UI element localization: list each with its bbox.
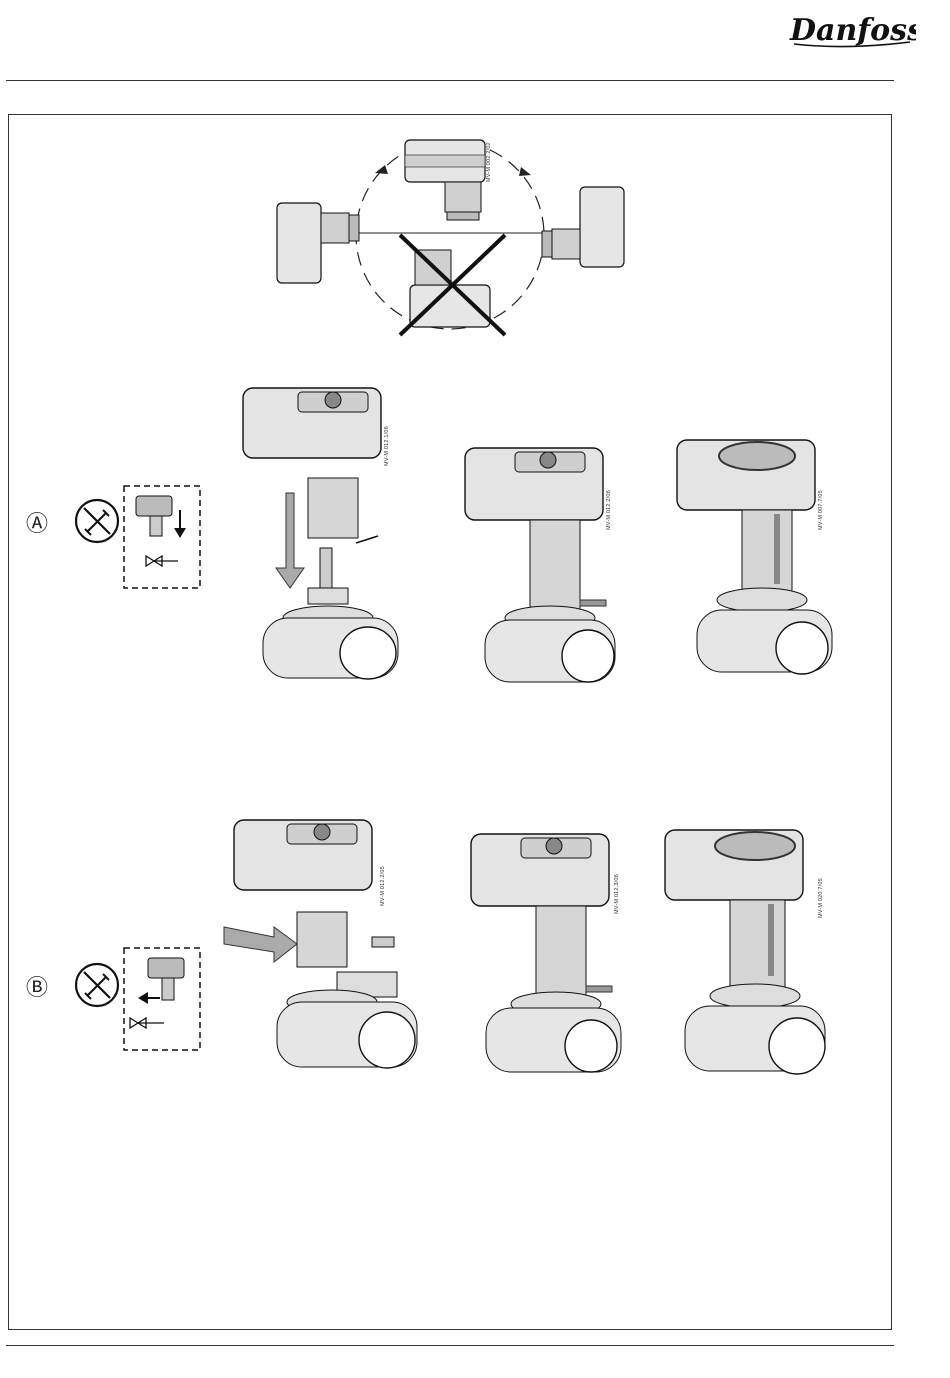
figure-code: MV-M 002.2/02 — [486, 142, 492, 182]
section-b-step-3 — [660, 818, 835, 1103]
figure-code: MV-M 012.2/06 — [606, 490, 612, 530]
figure-code: MV-M 020.7/05 — [818, 878, 824, 918]
figure-code: MV-M 012.3/06 — [614, 874, 620, 914]
figure-code: MV-M 012.1/06 — [384, 426, 390, 466]
orientation-hint-a — [122, 484, 202, 590]
footer-rule — [6, 1345, 894, 1346]
header-rule — [6, 80, 894, 81]
section-a-step-2 — [460, 440, 620, 700]
section-b-step-1 — [222, 812, 432, 1107]
actuator-right — [542, 187, 624, 267]
section-b-label: Ⓑ — [26, 970, 48, 1002]
actuator-left — [277, 203, 359, 283]
figure-code: MV-M 007.7/05 — [818, 490, 824, 530]
actuator-top — [405, 140, 485, 220]
section-a-step-1 — [238, 378, 406, 698]
figure-code: MV-M 012.2/05 — [380, 866, 386, 906]
mounting-orientation-figure — [255, 125, 645, 360]
danfoss-logo: Danfoss — [786, 8, 916, 52]
orientation-hint-b — [122, 946, 202, 1052]
section-a-label: Ⓐ — [26, 506, 48, 538]
section-b-step-2 — [466, 826, 626, 1088]
section-a-step-3 — [672, 430, 837, 705]
no-tools-icon — [72, 960, 122, 1010]
no-tools-icon — [72, 496, 122, 546]
